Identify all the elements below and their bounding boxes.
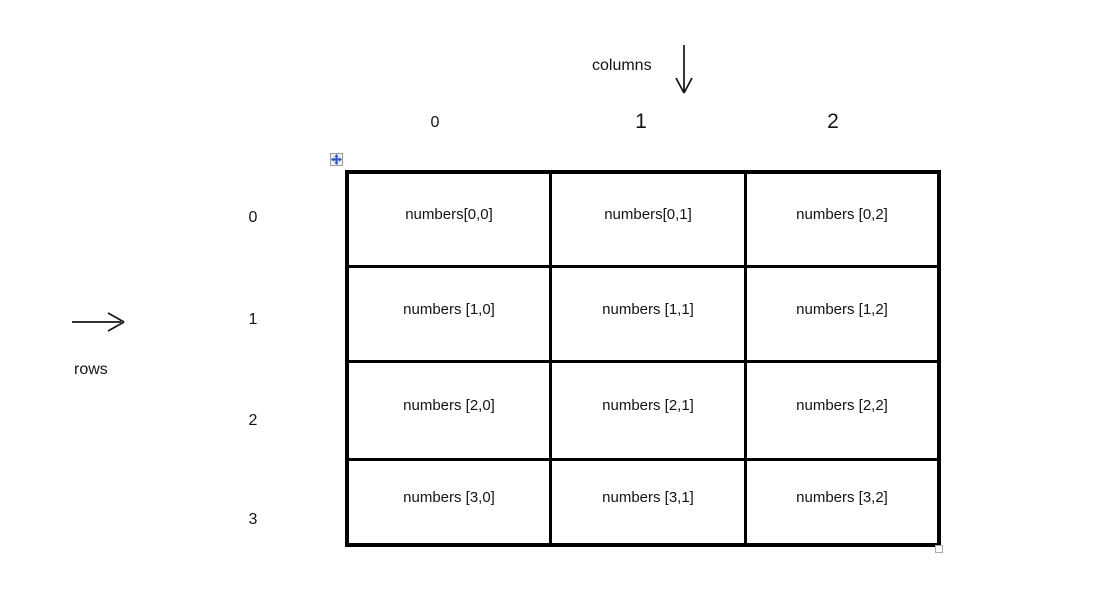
row-index-2: 2 <box>248 412 258 429</box>
arrow-down-icon <box>672 43 696 99</box>
cell-3-2[interactable]: numbers [3,2] <box>747 461 937 543</box>
cell-1-1[interactable]: numbers [1,1] <box>552 268 744 360</box>
cell-1-2[interactable]: numbers [1,2] <box>747 268 937 360</box>
rows-label: rows <box>74 361 108 378</box>
cell-2-2[interactable]: numbers [2,2] <box>747 363 937 458</box>
cell-0-0[interactable]: numbers[0,0] <box>349 174 549 265</box>
cell-2-0[interactable]: numbers [2,0] <box>349 363 549 458</box>
cell-3-0[interactable]: numbers [3,0] <box>349 461 549 543</box>
column-index-1: 1 <box>635 110 647 133</box>
column-index-0: 0 <box>430 114 440 131</box>
columns-label: columns <box>592 57 652 74</box>
move-table-icon[interactable] <box>330 153 343 166</box>
arrow-right-icon <box>71 309 129 335</box>
cell-2-1[interactable]: numbers [2,1] <box>552 363 744 458</box>
cell-0-1[interactable]: numbers[0,1] <box>552 174 744 265</box>
cell-1-0[interactable]: numbers [1,0] <box>349 268 549 360</box>
cell-3-1[interactable]: numbers [3,1] <box>552 461 744 543</box>
row-index-3: 3 <box>248 511 258 528</box>
cell-0-2[interactable]: numbers [0,2] <box>747 174 937 265</box>
resize-handle-icon[interactable] <box>935 545 943 553</box>
row-index-0: 0 <box>248 209 258 226</box>
row-index-1: 1 <box>248 311 258 328</box>
column-index-2: 2 <box>827 110 839 133</box>
array-table: numbers[0,0] numbers[0,1] numbers [0,2] … <box>345 170 941 547</box>
